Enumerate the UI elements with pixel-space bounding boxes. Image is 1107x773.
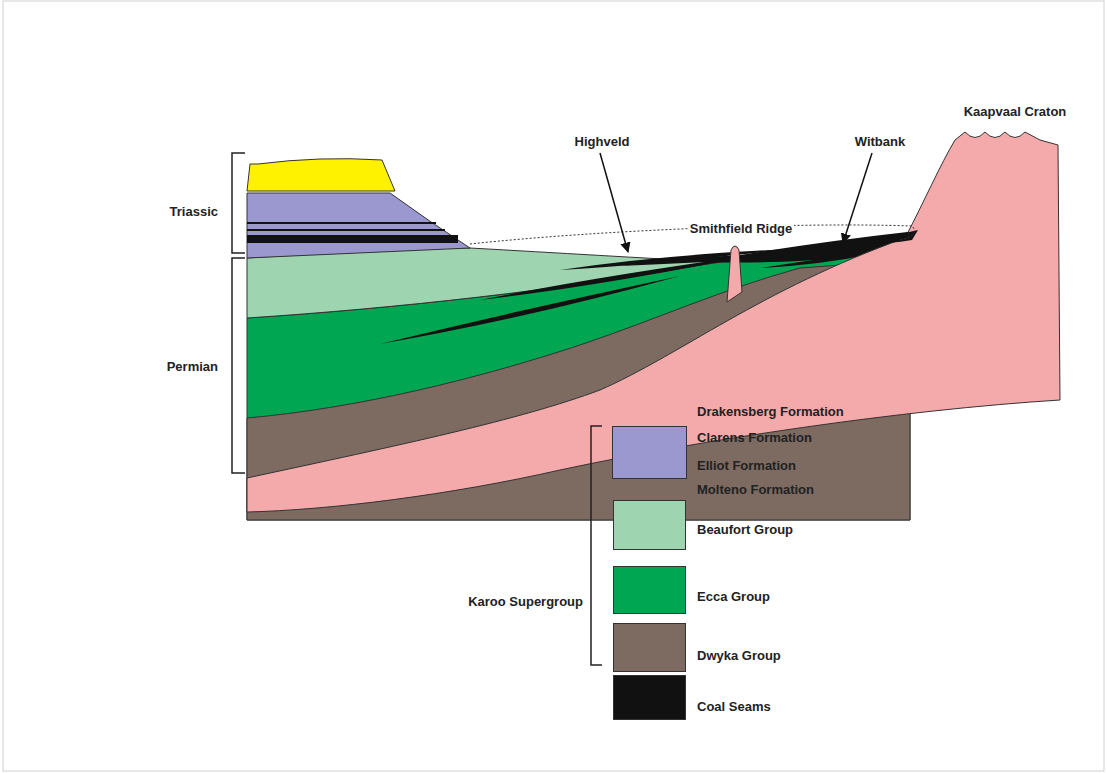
legend-swatch (613, 566, 686, 614)
legend-text: Elliot Formation (697, 458, 796, 474)
legend-text: Dwyka Group (697, 648, 781, 664)
legend-swatch (613, 453, 686, 466)
place-label: Kaapvaal Craton (964, 104, 1067, 120)
drakensberg-layer (247, 159, 395, 191)
legend-swatch (613, 466, 686, 478)
swatch-outline (613, 427, 687, 479)
period-label: Permian (167, 359, 218, 375)
craton-basement (247, 132, 1060, 512)
legend-text: Coal Seams (697, 699, 771, 715)
legend-swatch (613, 675, 686, 720)
period-label: Triassic (170, 204, 218, 220)
legend-swatch (613, 623, 686, 672)
legend-swatch (613, 500, 686, 550)
legend-text: Drakensberg Formation (697, 404, 844, 420)
legend-swatch (613, 427, 686, 440)
triassic-layer (247, 193, 470, 258)
legend-text: Clarens Formation (697, 430, 812, 446)
frame (3, 1, 1104, 771)
coal-seam (247, 222, 436, 224)
group-label: Karoo Supergroup (468, 594, 583, 610)
basement-ridge (727, 246, 742, 302)
legend-swatch (613, 440, 686, 453)
place-label: Witbank (855, 134, 905, 150)
bracket (232, 153, 245, 253)
coal-seam (247, 235, 458, 243)
pointer-arrow (600, 153, 628, 252)
coal-seam (247, 229, 445, 231)
place-label: Smithfield Ridge (688, 221, 795, 237)
bracket (591, 426, 602, 665)
bracket (232, 258, 245, 473)
legend-text: Ecca Group (697, 589, 770, 605)
legend-text: Molteno Formation (697, 482, 814, 498)
pointer-arrow (843, 153, 872, 243)
place-label: Highveld (575, 134, 630, 150)
legend-text: Beaufort Group (697, 522, 793, 538)
coal-seam (380, 276, 680, 344)
